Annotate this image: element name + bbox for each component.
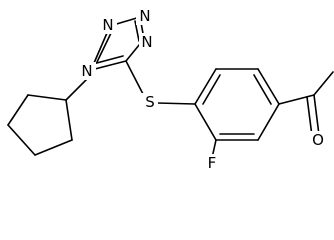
bond-cp-2: [34, 139, 73, 156]
atom-n-top-left: N: [100, 16, 117, 34]
bond-ar-3-double: [253, 74, 272, 105]
bond-c-o-double: [306, 96, 313, 137]
bond-n-cyclopentyl: [65, 77, 89, 101]
chemical-structure-diagram: N N N N S F O: [7, 7, 334, 172]
bond-cp-1: [65, 99, 73, 141]
atom-n-top-right: N: [136, 7, 153, 25]
bonds: [7, 16, 334, 159]
atom-sulfur: S: [141, 93, 158, 111]
bond-n1-double-inner: [96, 30, 113, 63]
bond-c-o: [313, 94, 320, 136]
bond-cp-4: [7, 94, 29, 126]
bond-ar-1: [194, 68, 217, 105]
bond-ar-4: [257, 103, 280, 141]
n-top-left-label: N: [102, 16, 113, 34]
atom-n-right: N: [139, 33, 156, 51]
n-left-label: N: [81, 62, 92, 80]
bond-n2-n3-double: [134, 20, 140, 42]
bond-ar-1-double: [202, 74, 221, 105]
sulfur-label: S: [145, 93, 155, 111]
bond-carbonyl-methyl: [313, 71, 334, 96]
bond-ar-3: [257, 68, 280, 105]
fluorine-label: F: [208, 154, 217, 172]
bond-ar-6: [194, 103, 217, 141]
atom-n-left: N: [79, 62, 96, 80]
atom-labels: N N N N S F O: [79, 7, 326, 172]
bond-ar-carbonyl: [278, 94, 315, 105]
atom-oxygen: O: [309, 131, 326, 149]
n-bottom-label: N: [141, 33, 152, 51]
bond-cp-3: [7, 124, 36, 156]
bond-c5-n4-double: [92, 55, 124, 65]
n-top-right-label: N: [139, 7, 150, 25]
bond-c5-s: [125, 60, 144, 95]
bond-c5-n4: [90, 60, 127, 71]
atom-fluorine: F: [203, 154, 220, 172]
oxygen-label: O: [312, 131, 324, 149]
bond-cp-5: [27, 94, 67, 101]
bond-s-ring: [156, 102, 196, 105]
